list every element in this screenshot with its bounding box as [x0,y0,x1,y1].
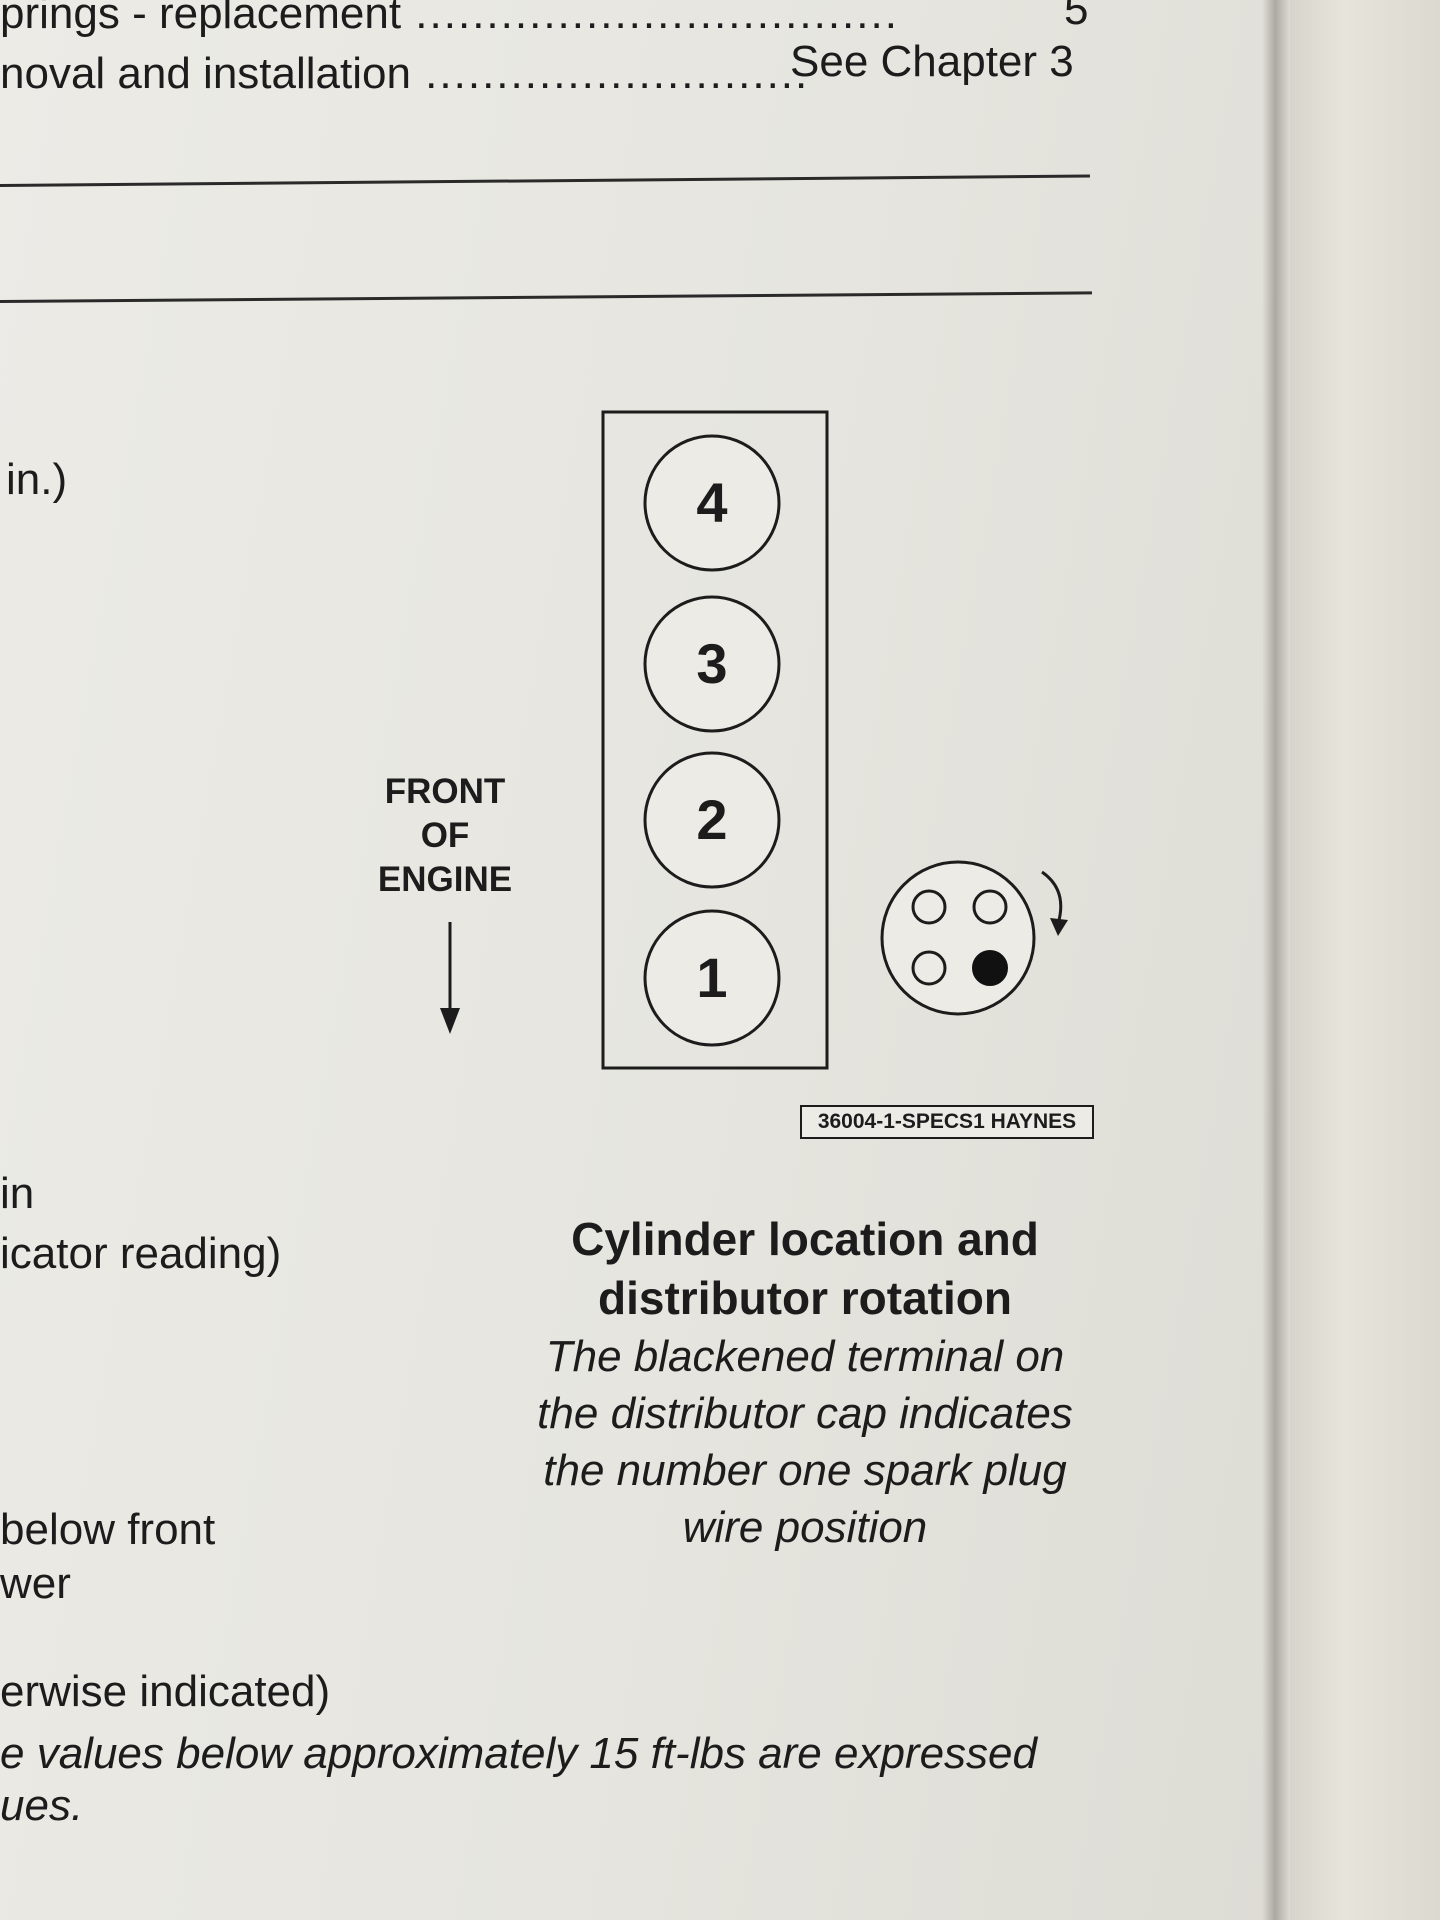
caption-body-line-2: the distributor cap indicates [537,1389,1073,1438]
caption-body-line-3: the number one spark plug [543,1446,1067,1495]
adjacent-page-edge [1290,0,1440,1920]
page-gutter-shadow [1262,0,1292,1920]
fragment-otherwise-indicated: erwise indicated) [0,1667,331,1716]
toc-line-removal: noval and installation .................… [0,49,810,98]
fragment-below-front: below front [0,1505,216,1554]
toc-line-springs: prings - replacement ...................… [0,0,899,38]
front-of-engine-label: FRONT OF ENGINE [377,772,513,899]
figure-caption: Cylinder location and distributor rotati… [450,1210,1160,1556]
fragment-in: in [0,1169,35,1218]
figure-reference-code: 36004-1-SPECS1 HAYNES [800,1105,1094,1139]
caption-title-line-1: Cylinder location and [571,1213,1039,1265]
toc-see-chapter: See Chapter 3 [790,37,1074,86]
manual-page [0,0,1275,1920]
fragment-torque-values: e values below approximately 15 ft-lbs a… [0,1729,1037,1778]
fragment-wer: wer [0,1559,71,1608]
fragment-indicator-reading: icator reading) [0,1229,282,1278]
caption-body-line-1: The blackened terminal on [545,1332,1065,1381]
toc-page-number: 5 [1064,0,1089,34]
fragment-ues: ues. [0,1781,84,1830]
caption-title-line-2: distributor rotation [598,1272,1012,1324]
caption-body-line-4: wire position [682,1503,928,1552]
fragment-in-paren: in.) [6,455,68,504]
